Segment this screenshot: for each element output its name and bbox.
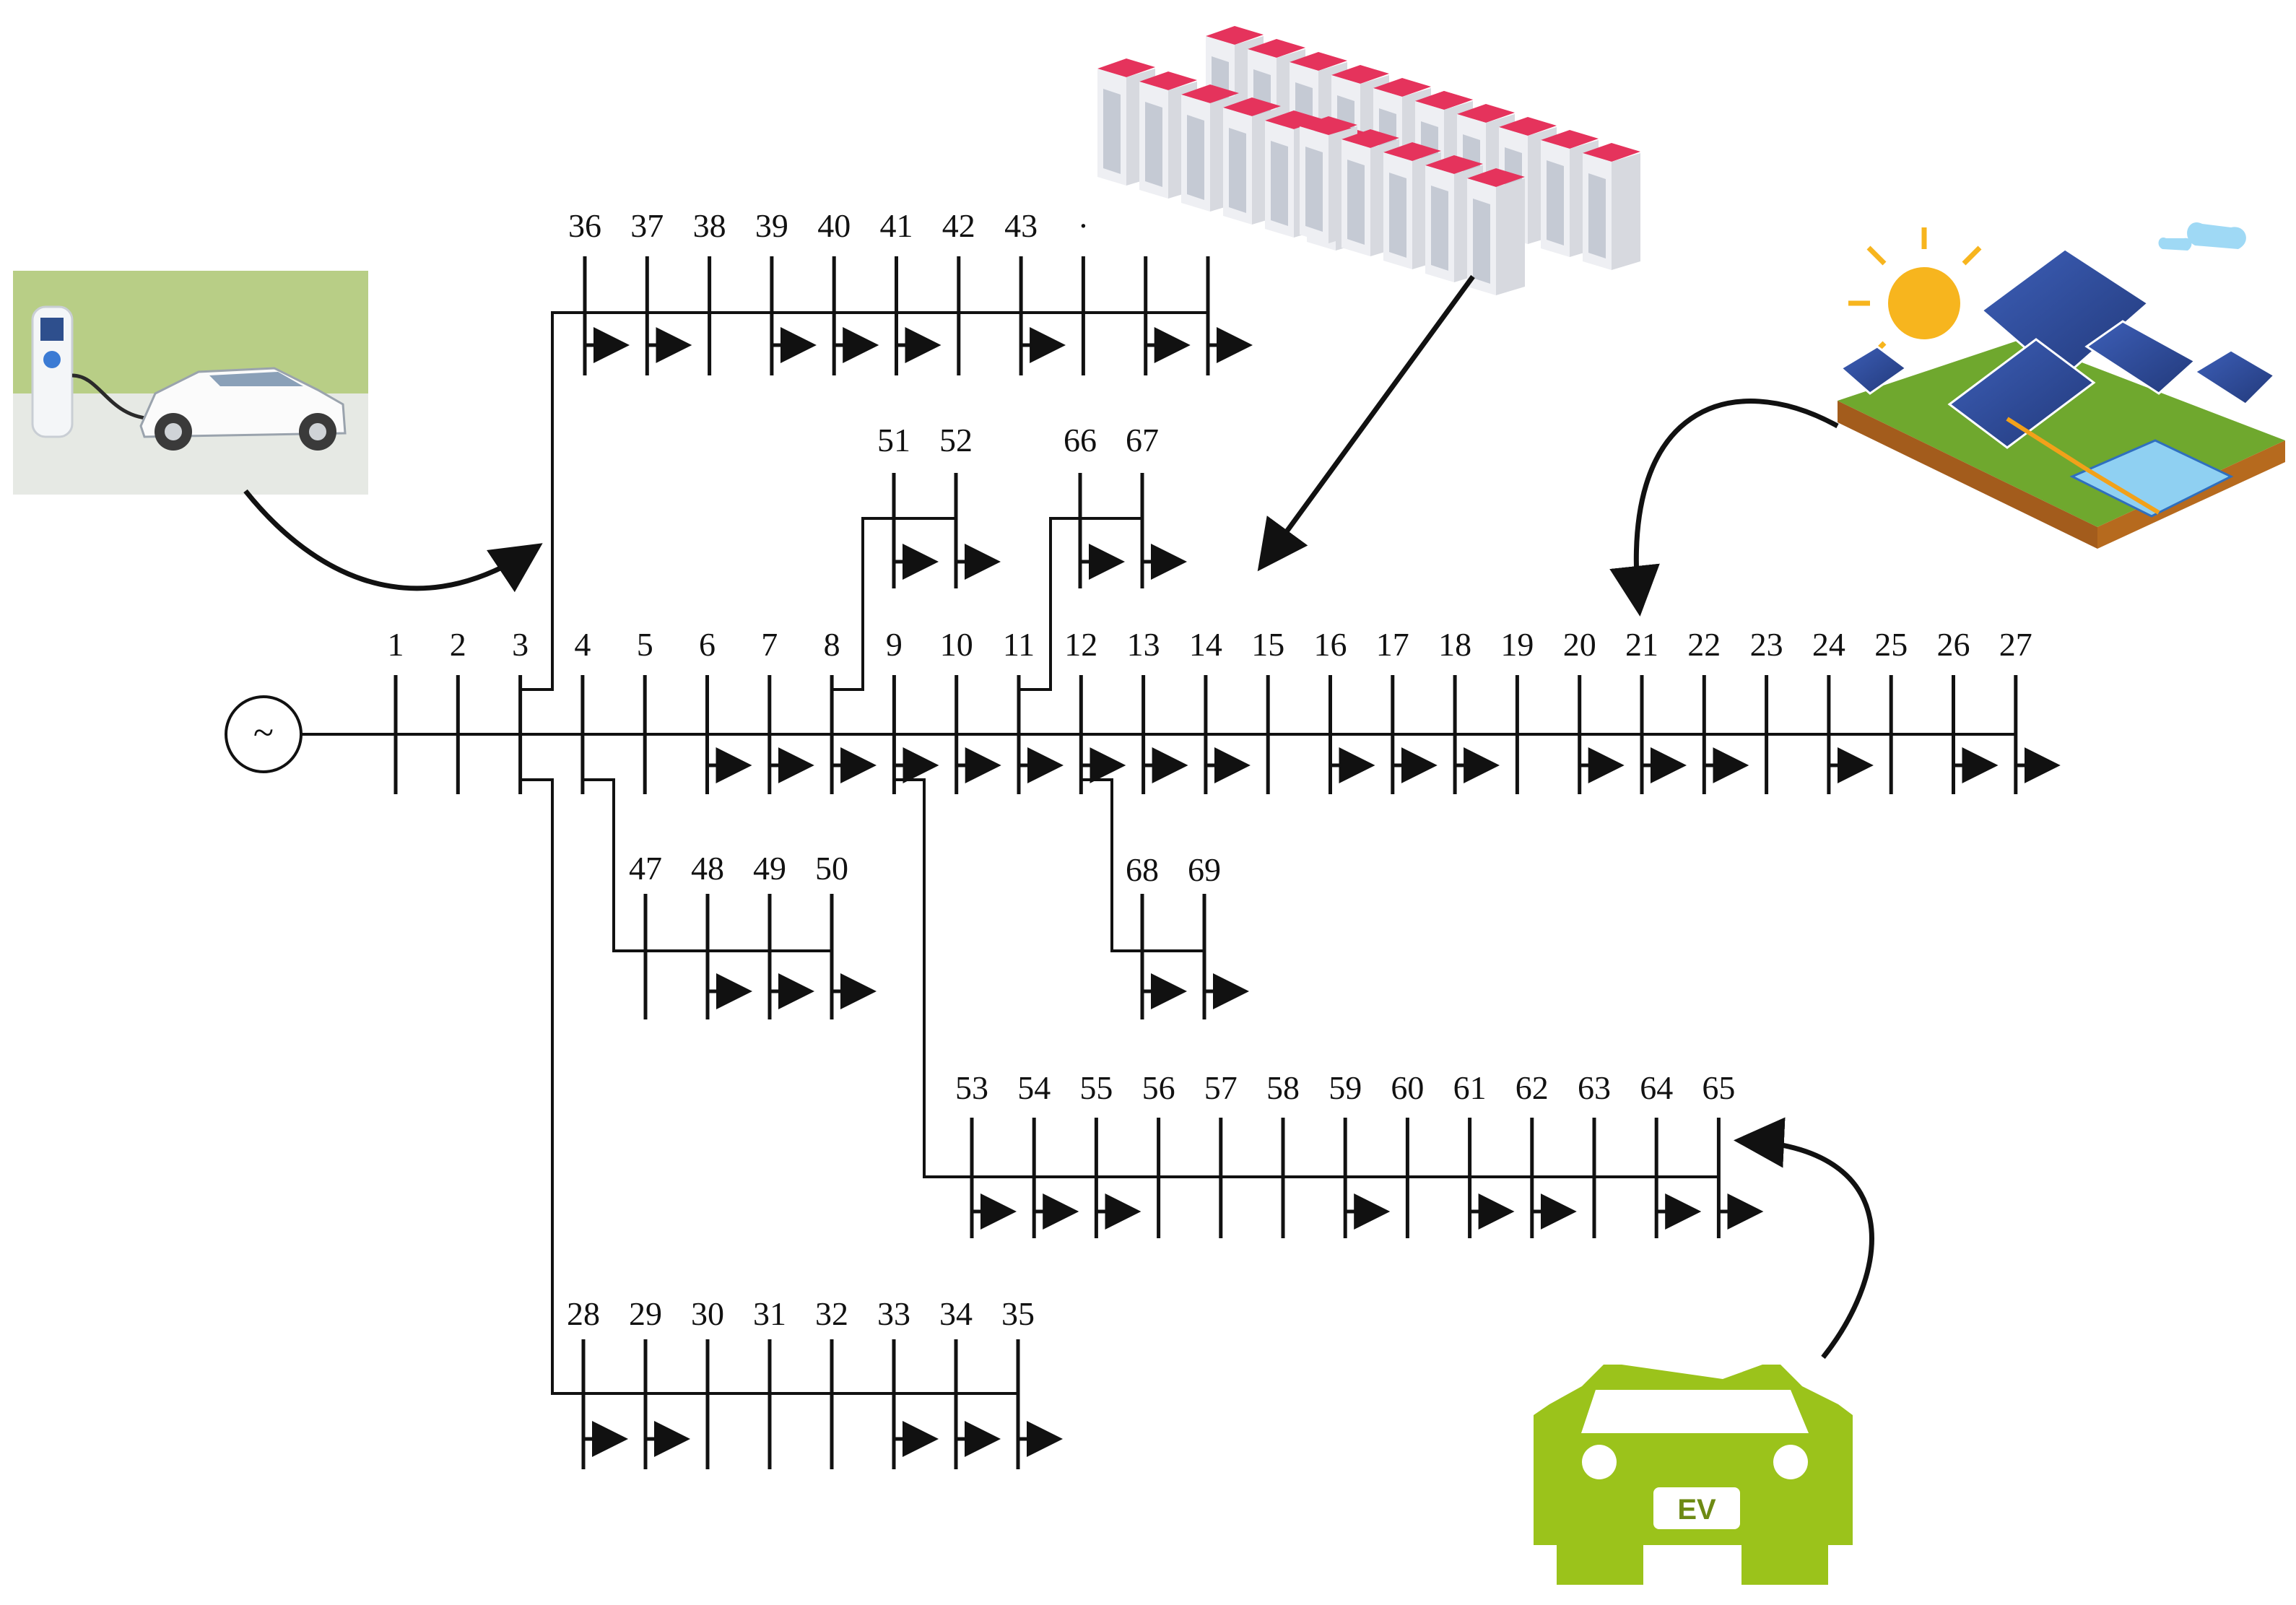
bus-label-7: 7 xyxy=(761,626,778,663)
bus-label-59: 59 xyxy=(1329,1069,1362,1106)
bus-label-5: 5 xyxy=(637,626,653,663)
bus-label-44: · xyxy=(1078,207,1089,244)
bus-label-50: 50 xyxy=(815,850,848,887)
bus-label-42: 42 xyxy=(942,207,975,244)
bus-label-63: 63 xyxy=(1578,1069,1611,1106)
bus-label-58: 58 xyxy=(1266,1069,1300,1106)
bus-label-32: 32 xyxy=(815,1295,848,1332)
tie-4-47 xyxy=(583,778,645,952)
bus-label-22: 22 xyxy=(1687,626,1721,663)
tie-9-53 xyxy=(894,778,972,1178)
bus-label-35: 35 xyxy=(1001,1295,1035,1332)
bus-label-12: 12 xyxy=(1064,626,1097,663)
bus-label-2: 2 xyxy=(450,626,466,663)
bus-label-6: 6 xyxy=(699,626,716,663)
electric-vehicle-icon: EV xyxy=(1534,1365,1853,1585)
bus-label-48: 48 xyxy=(691,850,724,887)
bus-label-52: 52 xyxy=(939,422,973,458)
bus-bars xyxy=(393,256,2018,1469)
tie-11-66 xyxy=(1018,517,1080,691)
bus-label-69: 69 xyxy=(1188,851,1221,888)
bus-label-19: 19 xyxy=(1500,626,1534,663)
bus-label-36: 36 xyxy=(568,207,601,244)
bus-label-29: 29 xyxy=(629,1295,662,1332)
generator: ~ xyxy=(225,695,303,773)
bus-label-38: 38 xyxy=(693,207,726,244)
bus-label-64: 64 xyxy=(1640,1069,1673,1106)
bus-label-43: 43 xyxy=(1004,207,1038,244)
bus-label-60: 60 xyxy=(1391,1069,1424,1106)
bus-label-33: 33 xyxy=(877,1295,910,1332)
bus-label-53: 53 xyxy=(955,1069,988,1106)
bus-label-25: 25 xyxy=(1874,626,1908,663)
bus-label-68: 68 xyxy=(1126,851,1159,888)
bus-label-65: 65 xyxy=(1702,1069,1735,1106)
bus-label-15: 15 xyxy=(1251,626,1284,663)
bus-label-61: 61 xyxy=(1453,1069,1487,1106)
tie-8-51 xyxy=(832,517,894,691)
bus-label-11: 11 xyxy=(1003,626,1035,663)
bus-label-23: 23 xyxy=(1750,626,1783,663)
tie-3-28 xyxy=(520,778,583,1395)
bus-label-31: 31 xyxy=(753,1295,786,1332)
bus-label-47: 47 xyxy=(629,850,662,887)
bus-label-20: 20 xyxy=(1563,626,1596,663)
bus-label-28: 28 xyxy=(567,1295,600,1332)
ev-charging-station-icon xyxy=(13,271,368,495)
bus-label-8: 8 xyxy=(824,626,840,663)
bus-label-9: 9 xyxy=(886,626,903,663)
bus-label-67: 67 xyxy=(1126,422,1159,458)
bus-label-41: 41 xyxy=(880,207,913,244)
bus-label-14: 14 xyxy=(1189,626,1222,663)
bus-label-34: 34 xyxy=(939,1295,973,1332)
bus-label-24: 24 xyxy=(1812,626,1845,663)
bus-label-3: 3 xyxy=(512,626,529,663)
solar-connection-arrow xyxy=(1609,399,1839,617)
bus-label-62: 62 xyxy=(1516,1069,1549,1106)
annotation-arrows xyxy=(243,274,1874,1360)
bus-label-56: 56 xyxy=(1142,1069,1175,1106)
bus-label-16: 16 xyxy=(1314,626,1347,663)
battery-storage-icon xyxy=(1097,26,1640,295)
load-arrows xyxy=(583,327,2061,1457)
bus-label-57: 57 xyxy=(1204,1069,1238,1106)
ev-charger-connection-arrow xyxy=(243,489,543,593)
bus-label-21: 21 xyxy=(1625,626,1658,663)
tie-3-36 xyxy=(520,311,585,691)
bus-label-13: 13 xyxy=(1127,626,1160,663)
bus-label-49: 49 xyxy=(753,850,786,887)
generator-symbol: ~ xyxy=(253,713,274,754)
bus-label-30: 30 xyxy=(691,1295,724,1332)
bus-label-18: 18 xyxy=(1438,626,1471,663)
bus-label-26: 26 xyxy=(1937,626,1970,663)
ev-connection-arrow xyxy=(1734,1117,1874,1360)
ev-badge-label: EV xyxy=(1677,1494,1716,1526)
bus-label-54: 54 xyxy=(1017,1069,1051,1106)
bus-label-51: 51 xyxy=(877,422,910,458)
bus-label-55: 55 xyxy=(1079,1069,1113,1106)
bus-label-10: 10 xyxy=(940,626,973,663)
bus-label-17: 17 xyxy=(1376,626,1409,663)
bus-label-39: 39 xyxy=(755,207,788,244)
battery-connection-arrow xyxy=(1257,274,1475,572)
bus-label-1: 1 xyxy=(388,626,404,663)
bus-label-40: 40 xyxy=(817,207,851,244)
bus-label-37: 37 xyxy=(630,207,664,244)
bus-label-27: 27 xyxy=(1999,626,2032,663)
bus-label-66: 66 xyxy=(1064,422,1097,458)
bus-label-4: 4 xyxy=(574,626,591,663)
solar-farm-icon xyxy=(1838,222,2285,549)
